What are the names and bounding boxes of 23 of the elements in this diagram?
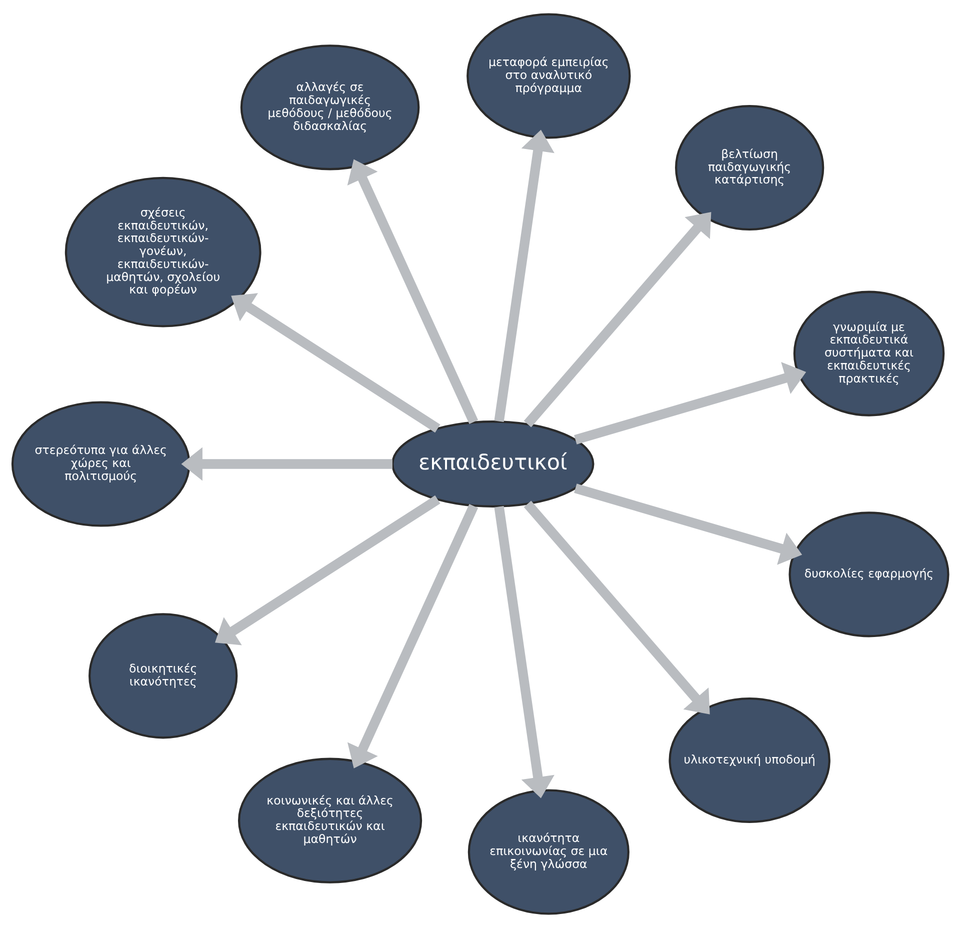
node-ellipse: δυσκολίες εφαρμογής xyxy=(788,511,950,637)
arrow xyxy=(494,505,554,798)
node-ellipse: ικανότητα επικοινωνίας σε μια ξένη γλώσσα xyxy=(468,788,630,914)
arrow xyxy=(214,494,440,645)
arrow xyxy=(524,500,710,714)
arrow xyxy=(231,292,440,432)
arrow xyxy=(347,158,478,424)
node-ellipse: κοινωνικές και άλλες δεξιότητες εκπαιδευτικών και μαθητών xyxy=(238,757,422,883)
arrow xyxy=(494,129,554,422)
node-ellipse: στερεότυπα για άλλες χώρες και πολιτισμούς xyxy=(11,400,190,526)
node-ellipse: σχέσεις εκπαιδευτικών, εκπαιδευτικών- γονέων, εκπαιδευτικών- μαθητών, σχολείου και φορέων xyxy=(64,176,262,327)
node-ellipse: μεταφορά εμπειρίας στο αναλυτικό πρόγραμμα xyxy=(466,12,631,138)
arrow xyxy=(181,446,392,480)
arrow xyxy=(574,483,802,564)
node-ellipse: υλικοτεχνική υποδομή xyxy=(668,696,830,823)
node-ellipse: αλλαγές σε παιδαγωγικές μεθόδους / μεθόδους διδασκαλίας xyxy=(240,44,420,170)
arrow xyxy=(347,503,478,768)
node-ellipse: διοικητικές ικανότητες xyxy=(88,612,238,738)
node-ellipse: γνωριμία με εκπαιδευτικά συστήματα και εκπαιδευτικές πρακτικές xyxy=(793,290,945,416)
arrow xyxy=(574,361,806,444)
node-ellipse: εκπαιδευτικοί xyxy=(391,420,594,507)
node-ellipse: βελτίωση παιδαγωγικής κατάρτισης xyxy=(675,104,824,230)
arrow xyxy=(524,212,712,427)
